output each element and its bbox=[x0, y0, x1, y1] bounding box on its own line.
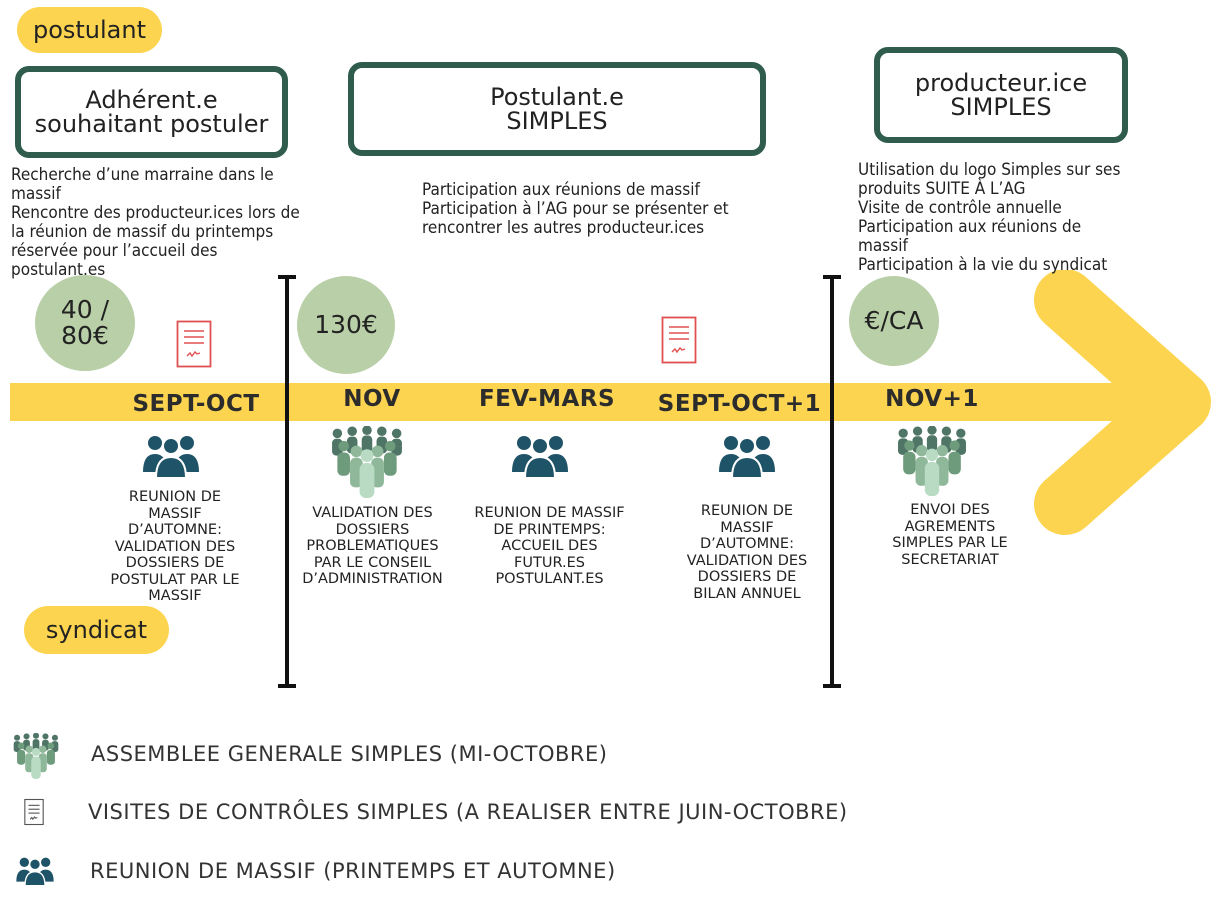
visite-controle-icon bbox=[24, 798, 44, 826]
stage-title-line: souhaitant postuler bbox=[34, 110, 269, 138]
fee-circle: 40 / 80€ bbox=[35, 275, 135, 371]
reunion-massif-icon bbox=[15, 857, 55, 887]
event-description: REUNION DE MASSIF D’AUTOMNE: VALIDATION … bbox=[686, 503, 808, 602]
reunion-massif-icon bbox=[718, 435, 776, 479]
reunion-massif-icon bbox=[142, 435, 200, 479]
visite-controle-icon bbox=[661, 316, 697, 364]
legend-label: REUNION DE MASSIF (PRINTEMPS ET AUTOMNE) bbox=[90, 859, 616, 883]
separator-line bbox=[285, 277, 289, 687]
visite-controle-icon bbox=[176, 320, 212, 368]
separator-line bbox=[830, 277, 834, 687]
stage-title-line: Postulant.e bbox=[490, 83, 624, 111]
stage-description: Recherche d’une marraine dans le massif … bbox=[11, 165, 300, 280]
stage-box-postulant: Postulant.e SIMPLES bbox=[348, 62, 766, 156]
stage-box-producteur: producteur.ice SIMPLES bbox=[874, 47, 1128, 143]
stage-title-line: SIMPLES bbox=[950, 93, 1052, 121]
event-description: REUNION DE MASSIF D’AUTOMNE: VALIDATION … bbox=[110, 489, 240, 604]
fee-circle: 130€ bbox=[297, 276, 395, 374]
month-label: SEPT-OCT bbox=[132, 391, 260, 417]
syndicat-label: syndicat bbox=[24, 606, 169, 654]
separator-cap bbox=[823, 275, 841, 279]
month-label: FEV-MARS bbox=[478, 386, 616, 412]
stage-box-adherent: Adhérent.e souhaitant postuler bbox=[15, 66, 288, 158]
fee-circle: €/CA bbox=[849, 276, 939, 366]
event-description: ENVOI DES AGREMENTS SIMPLES PAR LE SECRE… bbox=[892, 502, 1008, 568]
legend-label: ASSEMBLEE GENERALE SIMPLES (MI-OCTOBRE) bbox=[91, 742, 608, 766]
event-description: REUNION DE MASSIF DE PRINTEMPS: ACCUEIL … bbox=[474, 505, 625, 587]
assemblee-generale-icon bbox=[13, 733, 59, 779]
separator-cap bbox=[823, 684, 841, 688]
reunion-massif-icon bbox=[511, 435, 569, 479]
stage-title-line: producteur.ice bbox=[914, 69, 1088, 97]
timeline-arrow bbox=[10, 270, 1211, 535]
month-label: NOV+1 bbox=[885, 386, 979, 412]
separator-cap bbox=[278, 275, 296, 279]
stage-title-line: Adhérent.e bbox=[85, 86, 218, 114]
assemblee-generale-icon bbox=[898, 426, 966, 496]
assemblee-generale-icon bbox=[332, 426, 402, 498]
stage-description: Utilisation du logo Simples sur ses prod… bbox=[858, 160, 1121, 275]
stage-description: Participation aux réunions de massif Par… bbox=[422, 180, 729, 238]
month-label: NOV bbox=[343, 386, 401, 412]
event-description: VALIDATION DES DOSSIERS PROBLEMATIQUES P… bbox=[302, 505, 443, 587]
legend-label: VISITES DE CONTRÔLES SIMPLES (A REALISER… bbox=[88, 800, 848, 824]
postulant-label: postulant bbox=[17, 7, 162, 53]
stage-title-line: SIMPLES bbox=[506, 107, 608, 135]
separator-cap bbox=[278, 684, 296, 688]
month-label: SEPT-OCT+1 bbox=[657, 391, 822, 417]
